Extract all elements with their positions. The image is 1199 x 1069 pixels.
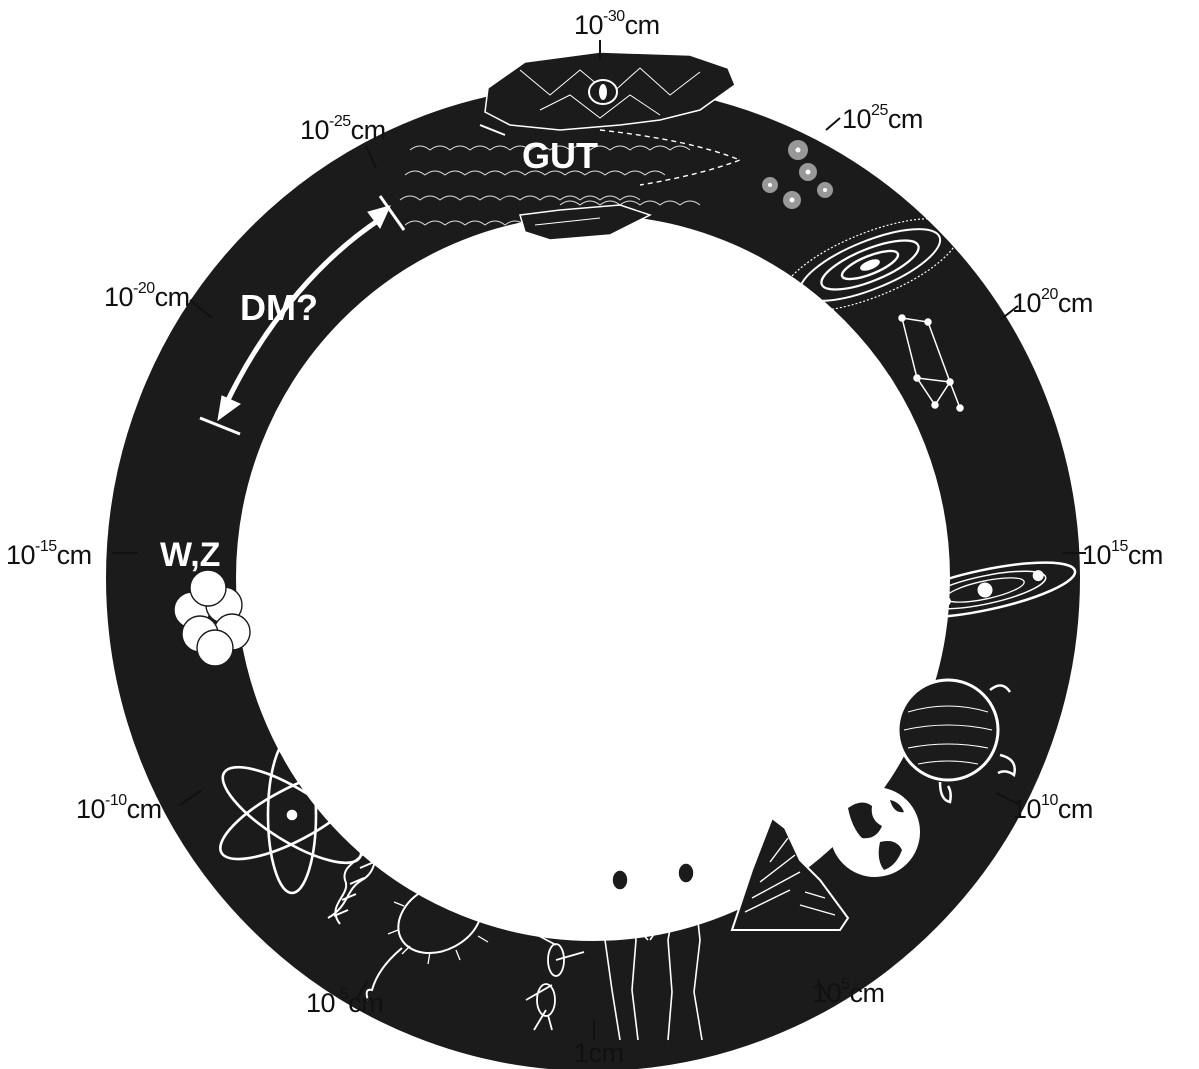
label-1e10cm: 1010cm	[1012, 796, 1093, 823]
label-1e-15cm: 10-15cm	[6, 542, 92, 569]
label-1e-25cm: 10-25cm	[300, 117, 386, 144]
label-1e15cm: 1015cm	[1082, 542, 1163, 569]
wz-bosons-label: W,Z	[160, 538, 220, 572]
dark-matter-label: DM?	[240, 290, 318, 326]
snake-body	[171, 150, 1015, 1006]
gut-label: GUT	[522, 138, 598, 174]
label-1e20cm: 1020cm	[1012, 290, 1093, 317]
label-1e5cm: 105cm	[812, 980, 884, 1007]
label-1e-10cm: 10-10cm	[76, 796, 162, 823]
label-1e-30cm: 10-30cm	[574, 12, 660, 39]
label-1e25cm: 1025cm	[842, 106, 923, 133]
label-1e-5cm: 10-5cm	[306, 990, 383, 1017]
label-1e-20cm: 10-20cm	[104, 284, 190, 311]
label-1cm: 1cm	[574, 1040, 624, 1067]
earth-icon	[831, 788, 919, 876]
